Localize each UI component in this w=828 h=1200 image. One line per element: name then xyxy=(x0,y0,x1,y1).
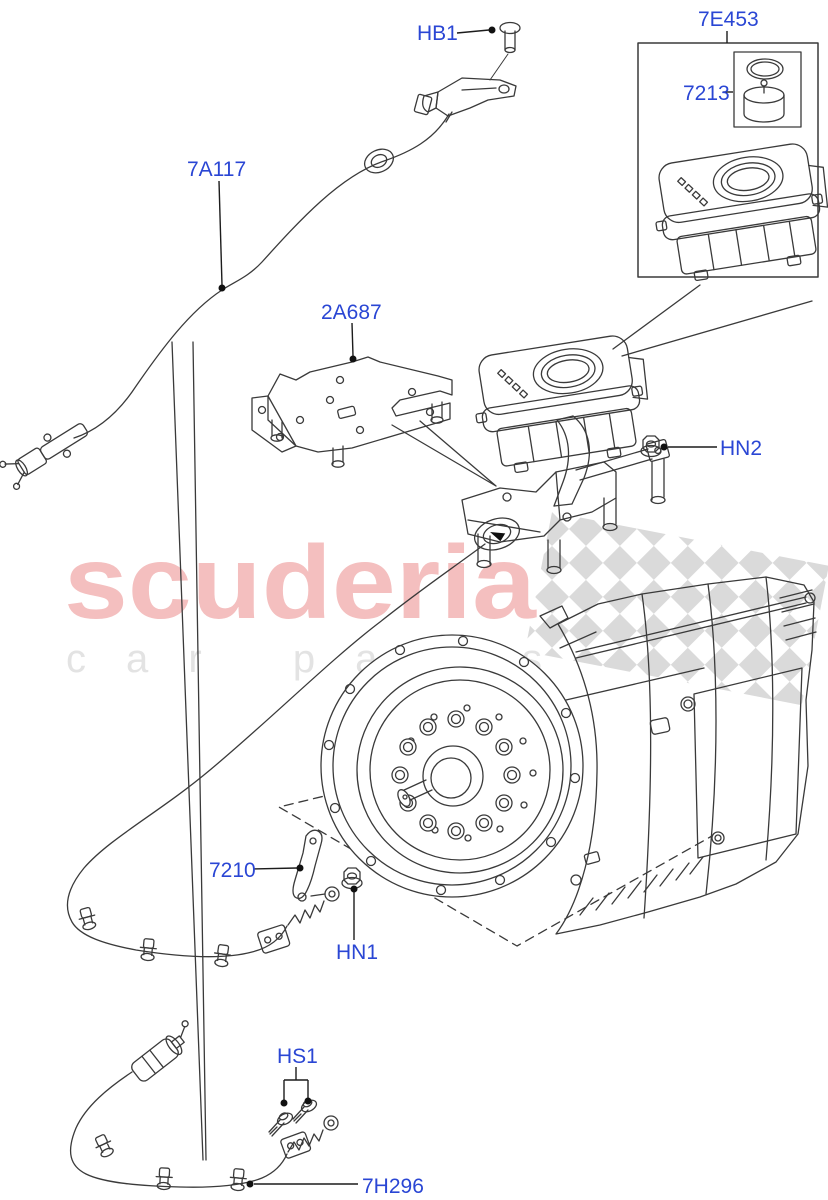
cable-adjuster xyxy=(257,924,291,954)
label-hs1[interactable]: HS1 xyxy=(277,1045,318,1068)
label-hn2[interactable]: HN2 xyxy=(720,437,762,460)
part-installed-cable xyxy=(66,543,486,969)
part-shift-lever xyxy=(413,77,517,123)
cable-grommet-upper xyxy=(363,148,395,174)
cable-clip xyxy=(138,937,158,962)
part-shifter-assembly xyxy=(461,330,670,575)
cable-end-fitting xyxy=(0,423,89,490)
adjuster-spring xyxy=(287,1129,324,1153)
part-nut-hn1 xyxy=(341,867,363,890)
bolt-ring xyxy=(391,710,521,840)
part-screw-hs1 xyxy=(268,1110,296,1137)
label-hn1[interactable]: HN1 xyxy=(336,941,378,964)
cable-plug xyxy=(131,1020,189,1082)
label-7e453[interactable]: 7E453 xyxy=(698,8,759,31)
cable-grommet xyxy=(473,517,521,551)
part-knob-7213 xyxy=(743,58,785,123)
cable-clip xyxy=(91,1132,117,1160)
gearbox-housing xyxy=(539,576,817,935)
cable-clip xyxy=(76,905,99,932)
part-box-7e453 xyxy=(637,42,828,287)
label-7h296[interactable]: 7H296 xyxy=(362,1175,424,1198)
label-7a117[interactable]: 7A117 xyxy=(187,158,246,181)
label-7213[interactable]: 7213 xyxy=(683,82,730,105)
part-bolt-hb1 xyxy=(489,21,521,81)
part-cable-7h296 xyxy=(69,1020,339,1192)
checkered-flag xyxy=(524,511,828,706)
part-bracket-2a687 xyxy=(251,356,453,468)
selector-module-boxed xyxy=(646,138,828,287)
torque-converter xyxy=(320,634,584,898)
cable-clip xyxy=(228,1167,248,1192)
label-7210[interactable]: 7210 xyxy=(209,859,256,882)
watermark-brand-text: scuderia xyxy=(64,525,537,641)
inner-box-7213 xyxy=(733,51,802,128)
callouts: HB1 7E453 7213 7A117 2A687 HN2 7210 HN1 … xyxy=(187,8,762,1198)
label-2a687[interactable]: 2A687 xyxy=(321,301,382,324)
part-transmission xyxy=(278,576,817,947)
pointer-lines xyxy=(171,284,813,1161)
flexplate-holes xyxy=(323,635,581,896)
adjuster-spring xyxy=(287,900,325,926)
label-hb1[interactable]: HB1 xyxy=(417,22,458,45)
part-lever-7210 xyxy=(292,829,323,902)
part-cable-7a117 xyxy=(0,113,450,490)
shifter-linkage xyxy=(553,415,670,507)
